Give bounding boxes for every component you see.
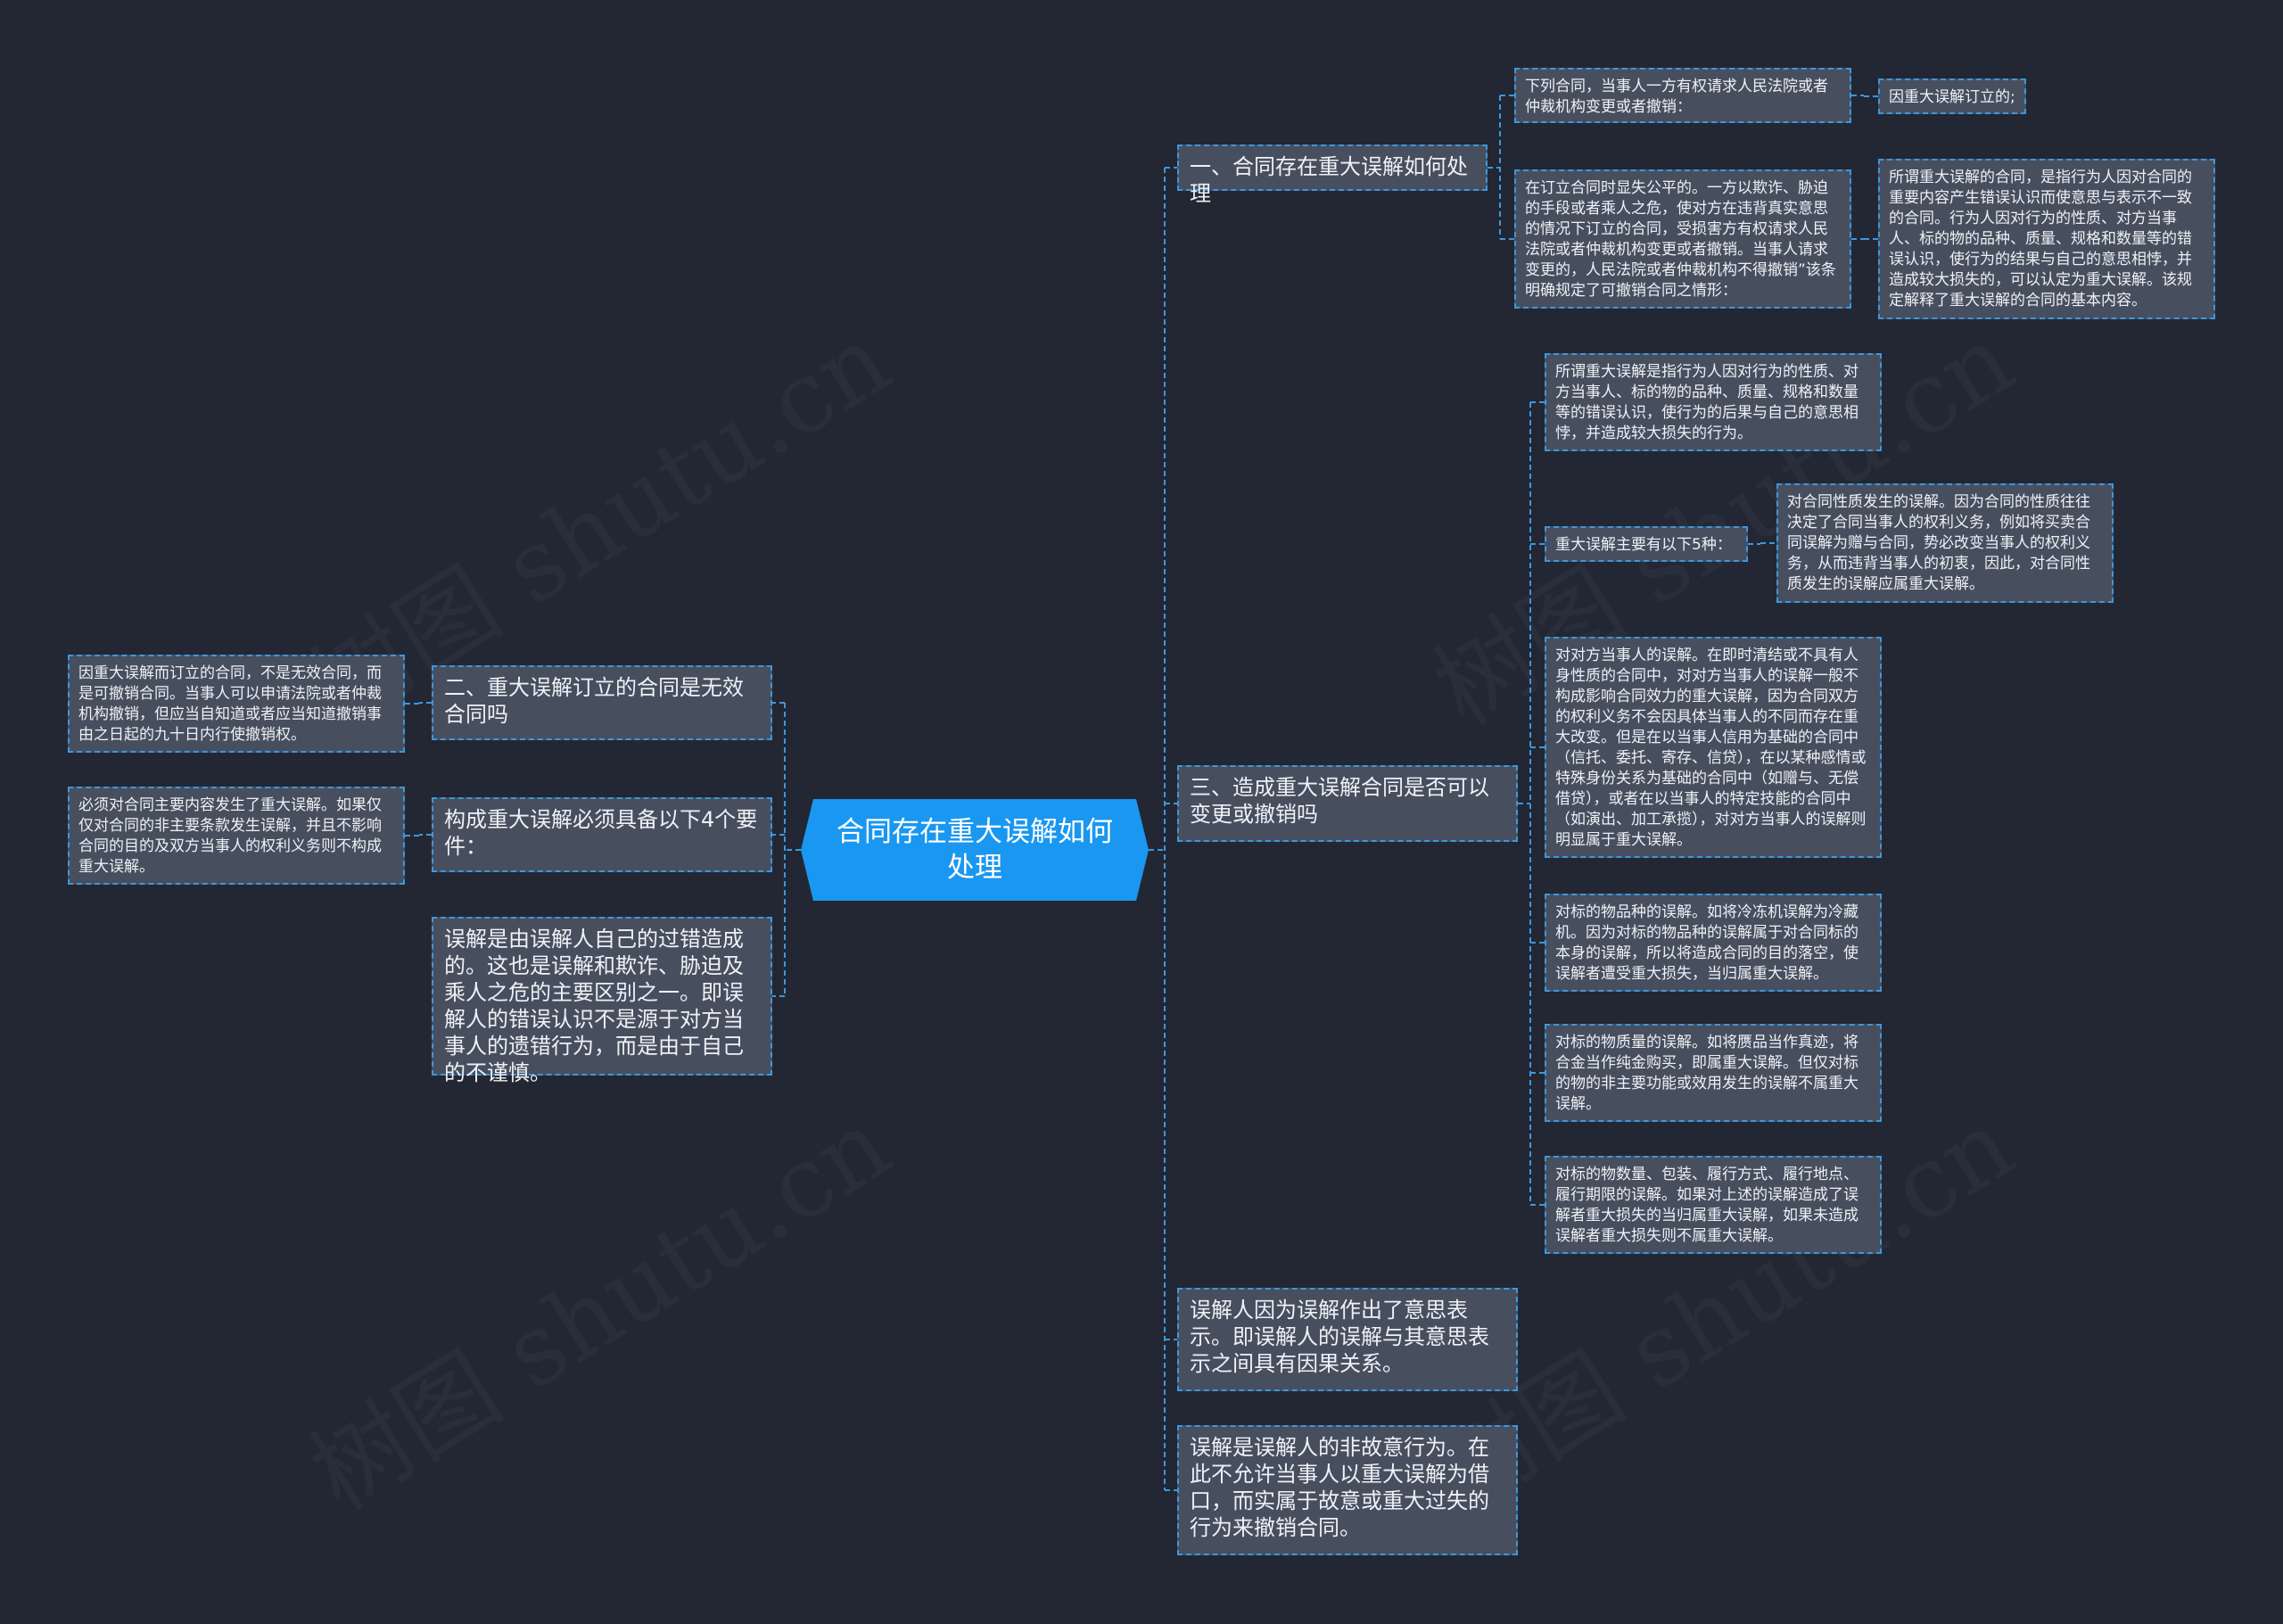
branch-causal-relationship[interactable]: 误解人因为误解作出了意思表示。即误解人的误解与其意思表示之间具有因果关系。 [1177,1288,1518,1391]
node-text: 因重大误解而订立的合同，不是无效合同，而是可撤销合同。当事人可以申请法院或者仲裁… [78,664,382,744]
root-topic[interactable]: 合同存在重大误解如何处理 [801,799,1149,901]
node-text: 对标的物数量、包装、履行方式、履行地点、履行期限的误解。如果对上述的误解造成了误… [1555,1166,1859,1245]
branch-four-elements[interactable]: 构成重大误解必须具备以下4个要件： [432,797,772,872]
node-text: 在订立合同时显失公平的。一方以欺诈、胁迫的手段或者乘人之危，使对方在违背真实意思… [1525,179,1836,300]
branch-label: 构成重大误解必须具备以下4个要件： [444,807,758,859]
node-text: 所谓重大误解是指行为人因对行为的性质、对方当事人、标的物的品种、质量、规格和数量… [1555,363,1859,442]
node-five-types[interactable]: 重大误解主要有以下5种： [1545,526,1748,562]
node-nature-misunderstanding[interactable]: 对合同性质发生的误解。因为合同的性质往往决定了合同当事人的权利义务，例如将买卖合… [1776,483,2114,603]
branch-own-fault[interactable]: 误解是由误解人自己的过错造成的。这也是误解和欺诈、胁迫及乘人之危的主要区别之一。… [432,917,772,1085]
node-quality-misunderstanding[interactable]: 对标的物质量的误解。如将赝品当作真迹，将合金当作纯金购买，即属重大误解。但仅对标… [1545,1024,1882,1122]
branch-contract-handling[interactable]: 一、合同存在重大误解如何处理 [1177,144,1488,206]
branch-label: 误解人因为误解作出了意思表示。即误解人的误解与其意思表示之间具有因果关系。 [1190,1298,1489,1376]
branch-invalid-contract[interactable]: 二、重大误解订立的合同是无效合同吗 [432,665,772,740]
node-main-content-misunderstanding[interactable]: 必须对合同主要内容发生了重大误解。如果仅仅对合同的非主要条款发生误解，并且不影响… [68,787,405,885]
node-type-misunderstanding[interactable]: 对标的物品种的误解。如将冷冻机误解为冷藏机。因为对标的物品种的误解属于对合同标的… [1545,894,1882,992]
root-topic-label: 合同存在重大误解如何处理 [837,816,1113,884]
node-quantity-misunderstanding[interactable]: 对标的物数量、包装、履行方式、履行地点、履行期限的误解。如果对上述的误解造成了误… [1545,1156,1882,1254]
branch-label: 误解是误解人的非故意行为。在此不允许当事人以重大误解为借口，而实属于故意或重大过… [1190,1435,1489,1540]
branch-label: 一、合同存在重大误解如何处理 [1190,154,1468,206]
node-definition-major-misunderstanding[interactable]: 所谓重大误解的合同，是指行为人因对合同的重要内容产生错误认识而使意思与表示不一致… [1878,159,2215,319]
node-revocable-not-invalid[interactable]: 因重大误解而订立的合同，不是无效合同，而是可撤销合同。当事人可以申请法院或者仲裁… [68,655,405,753]
node-text: 因重大误解订立的; [1889,88,2015,106]
node-text: 对标的物质量的误解。如将赝品当作真迹，将合金当作纯金购买，即属重大误解。但仅对标… [1555,1034,1859,1113]
node-obviously-unfair[interactable]: 在订立合同时显失公平的。一方以欺诈、胁迫的手段或者乘人之危，使对方在违背真实意思… [1514,169,1851,309]
branch-non-intentional[interactable]: 误解是误解人的非故意行为。在此不允许当事人以重大误解为借口，而实属于故意或重大过… [1177,1425,1518,1555]
node-text: 对对方当事人的误解。在即时清结或不具有人身性质的合同中，对对方当事人的误解一般不… [1555,647,1867,849]
node-text: 必须对合同主要内容发生了重大误解。如果仅仅对合同的非主要条款发生误解，并且不影响… [78,796,382,876]
node-text: 对合同性质发生的误解。因为合同的性质往往决定了合同当事人的权利义务，例如将买卖合… [1787,493,2090,593]
branch-label: 误解是由误解人自己的过错造成的。这也是误解和欺诈、胁迫及乘人之危的主要区别之一。… [444,927,744,1085]
branch-label: 三、造成重大误解合同是否可以变更或撤销吗 [1190,775,1489,827]
branch-change-or-revoke[interactable]: 三、造成重大误解合同是否可以变更或撤销吗 [1177,765,1518,842]
node-text: 下列合同，当事人一方有权请求人民法院或者仲裁机构变更或者撤销： [1525,78,1828,116]
branch-label: 二、重大误解订立的合同是无效合同吗 [444,675,744,727]
node-text: 对标的物品种的误解。如将冷冻机误解为冷藏机。因为对标的物品种的误解属于对合同标的… [1555,903,1859,983]
node-text: 所谓重大误解的合同，是指行为人因对合同的重要内容产生错误认识而使意思与表示不一致… [1889,169,2192,309]
node-text: 重大误解主要有以下5种： [1555,536,1732,554]
node-party-misunderstanding[interactable]: 对对方当事人的误解。在即时清结或不具有人身性质的合同中，对对方当事人的误解一般不… [1545,637,1882,858]
node-revocable-contracts-list[interactable]: 下列合同，当事人一方有权请求人民法院或者仲裁机构变更或者撤销： [1514,68,1851,123]
node-major-misunderstanding-item[interactable]: 因重大误解订立的; [1878,78,2026,114]
node-definition[interactable]: 所谓重大误解是指行为人因对行为的性质、对方当事人、标的物的品种、质量、规格和数量… [1545,353,1882,451]
